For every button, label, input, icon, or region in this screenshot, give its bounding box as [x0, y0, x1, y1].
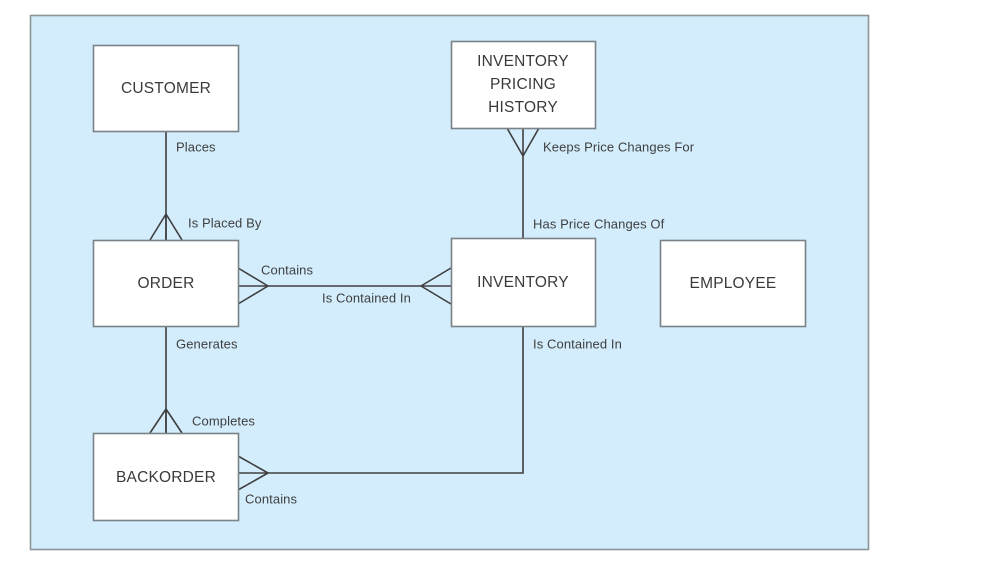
entity-backorder[interactable]: BACKORDER — [92, 432, 240, 522]
entity-order-label: ORDER — [138, 275, 195, 292]
relationship-labels: Places Is Placed By Keeps Price Changes … — [176, 139, 695, 506]
entity-order[interactable]: ORDER — [92, 239, 240, 328]
crowsfoot-iph-bottom — [506, 127, 540, 157]
entity-inventory-pricing-history-label-line1: INVENTORY — [477, 53, 569, 70]
rel-label-has-price-changes-of: Has Price Changes Of — [533, 216, 665, 231]
entity-order-box[interactable] — [92, 239, 240, 328]
crowsfoot-backorder-top — [149, 408, 183, 434]
rel-label-keeps-price-changes-for: Keeps Price Changes For — [543, 139, 695, 154]
rel-label-completes: Completes — [192, 413, 255, 428]
entity-boxes: CUSTOMER INVENTORY PRICING HISTORY ORDER… — [92, 40, 807, 522]
crowsfoot-inventory-left — [420, 267, 452, 305]
entity-inventory-pricing-history-label-line2: PRICING — [490, 76, 556, 93]
crowsfoot-order-right — [237, 267, 269, 305]
entity-customer-label: CUSTOMER — [121, 80, 211, 97]
entity-customer[interactable]: CUSTOMER — [92, 44, 240, 133]
entity-inventory-pricing-history-label-line3: HISTORY — [488, 99, 558, 116]
connector-lines — [149, 127, 540, 491]
entity-employee[interactable]: EMPLOYEE — [659, 239, 807, 328]
rel-label-contains-order: Contains — [261, 262, 314, 277]
entity-inventory-pricing-history[interactable]: INVENTORY PRICING HISTORY — [450, 40, 597, 130]
entity-backorder-box[interactable] — [92, 432, 240, 522]
rel-label-is-contained-in-inventory: Is Contained In — [322, 290, 411, 305]
rel-label-places: Places — [176, 139, 216, 154]
entity-inventory-pricing-history-box[interactable] — [450, 40, 597, 130]
rel-label-is-placed-by: Is Placed By — [188, 215, 262, 230]
crowsfoot-backorder-right — [237, 455, 269, 491]
entity-inventory[interactable]: INVENTORY — [450, 237, 597, 328]
rel-label-contains-backorder: Contains — [245, 491, 298, 506]
rel-label-generates: Generates — [176, 336, 238, 351]
entity-employee-label: EMPLOYEE — [690, 275, 777, 292]
crowsfoot-order-top — [149, 213, 183, 241]
rel-label-is-contained-in-backorder: Is Contained In — [533, 336, 622, 351]
entity-inventory-label: INVENTORY — [477, 274, 569, 291]
line-inventory-backorder — [238, 326, 524, 474]
entity-customer-box[interactable] — [92, 44, 240, 133]
entity-backorder-label: BACKORDER — [116, 469, 216, 486]
entity-employee-box[interactable] — [659, 239, 807, 328]
entity-inventory-box[interactable] — [450, 237, 597, 328]
